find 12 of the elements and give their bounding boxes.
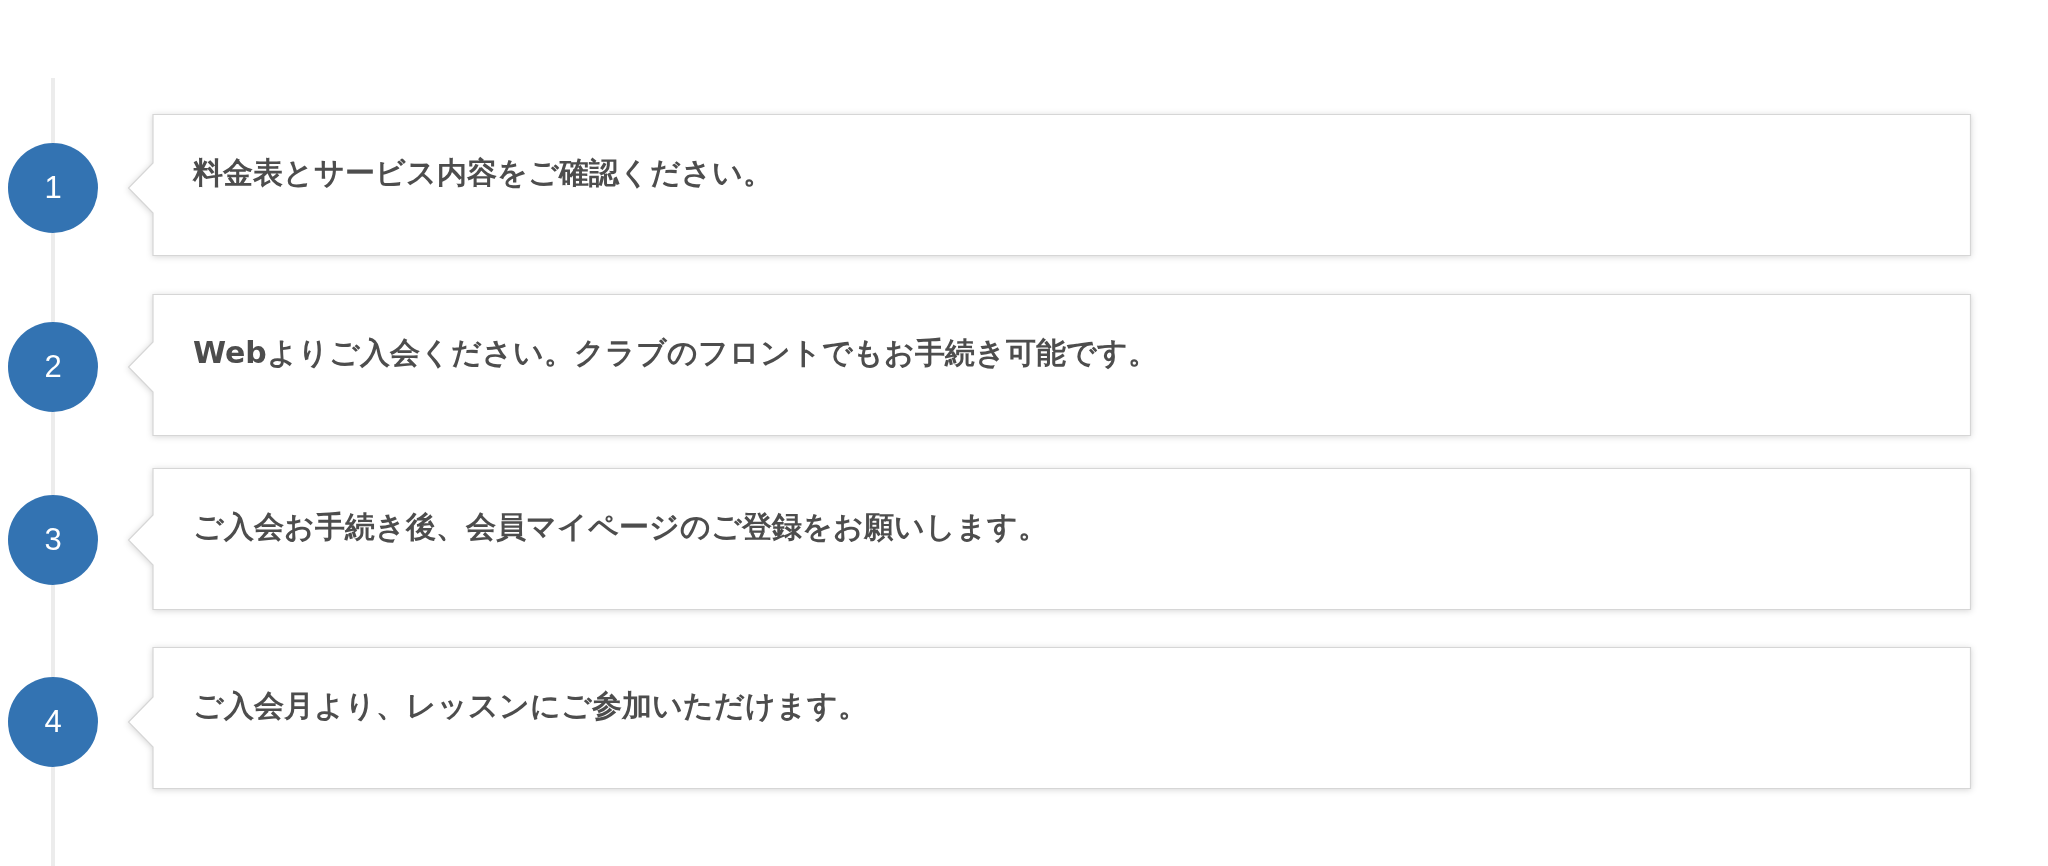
step-text: ご入会月より、レッスンにご参加いただけます。 bbox=[193, 687, 868, 725]
step-number: 2 bbox=[8, 322, 98, 412]
speech-bubble bbox=[128, 468, 1971, 610]
step-number: 4 bbox=[8, 677, 98, 767]
speech-bubble bbox=[128, 294, 1971, 436]
step-text: Webよりご入会ください。クラブのフロントでもお手続き可能です。 bbox=[193, 334, 1158, 372]
speech-bubble bbox=[128, 647, 1971, 789]
step-text: 料金表とサービス内容をご確認ください。 bbox=[193, 154, 773, 192]
step-text: ご入会お手続き後、会員マイページのご登録をお願いします。 bbox=[193, 508, 1048, 546]
speech-bubble bbox=[128, 114, 1971, 256]
step-number: 1 bbox=[8, 143, 98, 233]
step-number: 3 bbox=[8, 495, 98, 585]
